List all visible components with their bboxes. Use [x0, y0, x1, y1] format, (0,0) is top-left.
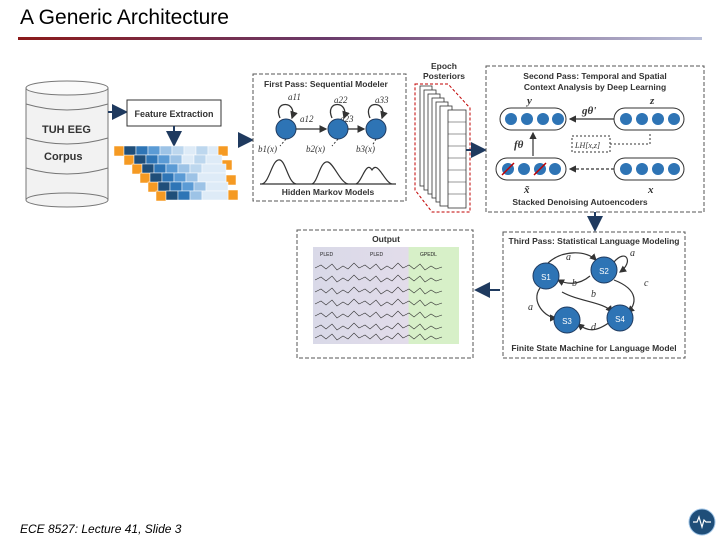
sda-nodes-x	[620, 163, 680, 175]
hmm-emission-links	[279, 138, 377, 147]
fsm-arcs	[536, 252, 635, 331]
transition-a12: a12	[300, 114, 314, 124]
fsm-arc-label-2: a	[630, 248, 635, 259]
fsm-state-nodes	[532, 256, 634, 334]
slide-title: A Generic Architecture	[20, 6, 229, 29]
emission-b3: b3(x)	[356, 144, 375, 154]
eeg-tag-3: GPEDL	[420, 252, 437, 258]
sda-nodes-z	[620, 113, 680, 125]
transition-a11: a11	[288, 92, 301, 102]
corpus-label-line2: Corpus	[44, 151, 83, 163]
corpus-label-line1: TUH EEG	[42, 124, 91, 136]
fsm-state-s2: S2	[599, 267, 609, 276]
first-pass-box	[252, 73, 407, 202]
emission-b2: b2(x)	[306, 144, 325, 154]
epoch-label-line1: Epoch	[431, 61, 457, 71]
second-pass-title-line2: Context Analysis by Deep Learning	[524, 82, 666, 92]
sda-label-g: gθ'	[581, 105, 596, 117]
sda-label-xtilde: x̃	[523, 184, 530, 196]
sda-caption: Stacked Denoising Autoencoders	[512, 197, 648, 207]
fsm-state-s3: S3	[562, 317, 572, 326]
university-logo-icon	[688, 508, 716, 536]
sda-label-z: z	[649, 95, 655, 107]
epoch-posterior-cells	[448, 121, 466, 195]
slide-footer: ECE 8527: Lecture 41, Slide 3	[20, 522, 182, 536]
fsm-arc-label-1: a	[566, 252, 571, 263]
feature-extraction-label: Feature Extraction	[134, 109, 213, 119]
transition-a23: a23	[340, 114, 354, 124]
emission-b1: b1(x)	[258, 144, 277, 154]
eeg-output-panel	[313, 247, 459, 344]
fsm-arc-label-5: b	[591, 289, 596, 300]
sda-loss-link	[610, 132, 651, 145]
sda-nodes-y	[505, 113, 564, 125]
feature-vector-grid	[113, 145, 239, 202]
first-pass-title: First Pass: Sequential Modeler	[264, 79, 388, 89]
fsm-arc-label-4: b	[572, 278, 577, 289]
fsm-state-s1: S1	[541, 273, 551, 282]
fsm-arc-label-6: a	[528, 302, 533, 313]
sda-layer-y	[499, 107, 567, 131]
eeg-traces	[314, 262, 443, 341]
sda-layer-xtilde	[495, 157, 567, 181]
fsm-state-s4: S4	[615, 315, 625, 324]
fsm-caption: Finite State Machine for Language Model	[511, 343, 676, 353]
epoch-label-line2: Posteriors	[423, 71, 465, 81]
corpus-database-icon	[25, 80, 109, 208]
feature-extraction-box	[126, 99, 222, 127]
sda-nodes-xtilde	[501, 162, 561, 176]
second-pass-box	[485, 65, 705, 213]
sda-label-x: x	[647, 184, 654, 196]
title-rule	[18, 37, 702, 40]
fsm-arc-label-3: c	[644, 278, 649, 289]
emission-density-curves	[260, 159, 396, 185]
eeg-tag-1: PLED	[320, 252, 333, 258]
third-pass-title: Third Pass: Statistical Language Modelin…	[509, 236, 680, 246]
fsm-arc-label-7: d	[591, 322, 597, 333]
sda-label-loss: LH[x,z]	[574, 141, 600, 150]
sda-label-y: y	[525, 95, 532, 107]
epoch-posteriors-frame	[414, 83, 471, 213]
hmm-self-loops	[277, 104, 388, 120]
third-pass-box	[502, 231, 686, 359]
eeg-tag-2: PLED	[370, 252, 383, 258]
sda-label-f: fθ	[514, 139, 524, 151]
epoch-posterior-stack	[419, 85, 467, 209]
transition-a22: a22	[334, 95, 348, 105]
second-pass-title-line1: Second Pass: Temporal and Spatial	[523, 71, 666, 81]
hmm-state-nodes	[275, 118, 387, 140]
transition-a33: a33	[375, 95, 389, 105]
hmm-caption: Hidden Markov Models	[282, 187, 375, 197]
output-title: Output	[372, 234, 400, 244]
